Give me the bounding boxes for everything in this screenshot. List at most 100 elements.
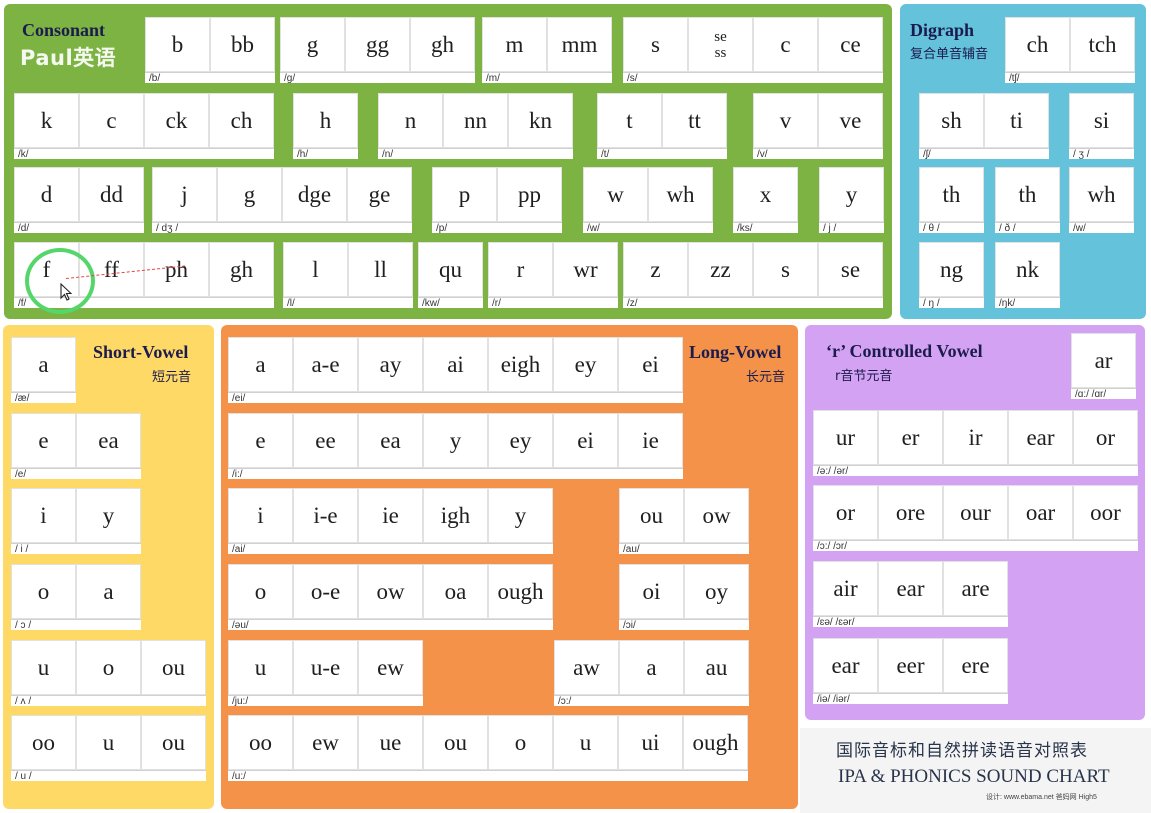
ipa-label: /ai/ [228,543,553,555]
spelling-cell: o [228,564,293,619]
spelling-text: ea [98,427,119,453]
spelling-text: i [257,502,264,528]
spelling-cell: u [11,640,76,695]
spelling-cell: ie [618,413,683,468]
spelling-text: o [37,578,50,604]
letter-row: nk [995,242,1060,297]
ipa-label: /ə:/ /ər/ [813,465,1138,477]
letter-row: ar [1071,333,1136,388]
spelling-cell: i-e [293,488,358,543]
spelling-text: mm [561,31,598,57]
spelling-text: ph [165,256,188,282]
ipa-label: /ɔ:/ /ɔr/ [813,540,1138,552]
ipa-label: /tʃ/ [1005,72,1135,84]
spelling-text: or [835,499,856,525]
spelling-text: a [255,351,266,377]
spelling-cell: eigh [488,337,553,392]
spelling-cell: au [684,640,749,695]
spelling-cell: tt [662,93,727,148]
spelling-cell: ei [553,413,618,468]
spelling-cell: s [753,242,818,297]
spelling-text: aw [573,654,600,680]
spelling-cell: ie [358,488,423,543]
spelling-text: bb [231,31,254,57]
spelling-cell: nk [995,242,1060,297]
ipa-label: /z/ [623,297,883,309]
ipa-label: / θ / [919,222,984,234]
spelling-text: ei [577,427,594,453]
spelling-cell: wh [1069,167,1134,222]
spelling-cell: si [1069,93,1134,148]
spelling-cell: d [14,167,79,222]
spelling-text: m [505,31,524,57]
spelling-text: ore [895,499,926,525]
spelling-cell: or [1073,410,1138,465]
spelling-text: ue [379,729,402,755]
sound-group-ks: x/ks/ [733,167,798,234]
spelling-cell: ce [818,17,883,72]
spelling-cell: ai [423,337,488,392]
spelling-text: nk [1016,256,1039,282]
spelling-cell: t [597,93,662,148]
ipa-label: / i / [11,543,141,555]
spelling-cell: ou [619,488,684,543]
ipa-label: /iə/ /iər/ [813,693,1008,705]
spelling-text: ou [162,654,185,680]
spelling-cell: ee [293,413,358,468]
spelling-cell: bb [210,17,275,72]
spelling-text: z [650,256,661,282]
spelling-text: b [171,31,184,57]
spelling-cell: ou [423,715,488,770]
spelling-text: ou [444,729,467,755]
ipa-label: / ŋ / [919,297,984,309]
spelling-text: ck [165,107,188,133]
spelling-text: g [306,31,319,57]
spelling-cell: ck [144,93,209,148]
spelling-cell: ur [813,410,878,465]
spelling-cell: u [76,715,141,770]
digraph-title: Digraph [910,20,975,40]
spelling-cell: ow [684,488,749,543]
ipa-label: /p/ [432,222,562,234]
ipa-label: /u:/ [228,770,748,782]
spelling-text: p [458,181,471,207]
ipa-label: /ɔ:/ [554,695,749,707]
spelling-text: oor [1090,499,1121,525]
sound-group-ar: ar/ɑ:/ /ɑr/ [1071,333,1136,400]
spelling-text: j [181,181,188,207]
spelling-text: o [102,654,115,680]
spelling-cell: p [432,167,497,222]
spelling-text: ce [840,31,861,57]
spelling-text: ea [380,427,401,453]
spelling-text: d [40,181,53,207]
ipa-label: /ju:/ [228,695,423,707]
spelling-text: x [759,181,772,207]
spelling-text: a [38,351,49,377]
spelling-cell: kn [508,93,573,148]
spelling-cell: ph [144,242,209,297]
spelling-text: e [38,427,49,453]
spelling-text: ey [509,427,532,453]
ipa-label: /kw/ [418,297,483,309]
spelling-text: qu [439,256,462,282]
spelling-text: se ss [714,28,727,61]
ipa-label: /ks/ [733,222,798,234]
spelling-cell: o [488,715,553,770]
ipa-label: /w/ [1069,222,1134,234]
